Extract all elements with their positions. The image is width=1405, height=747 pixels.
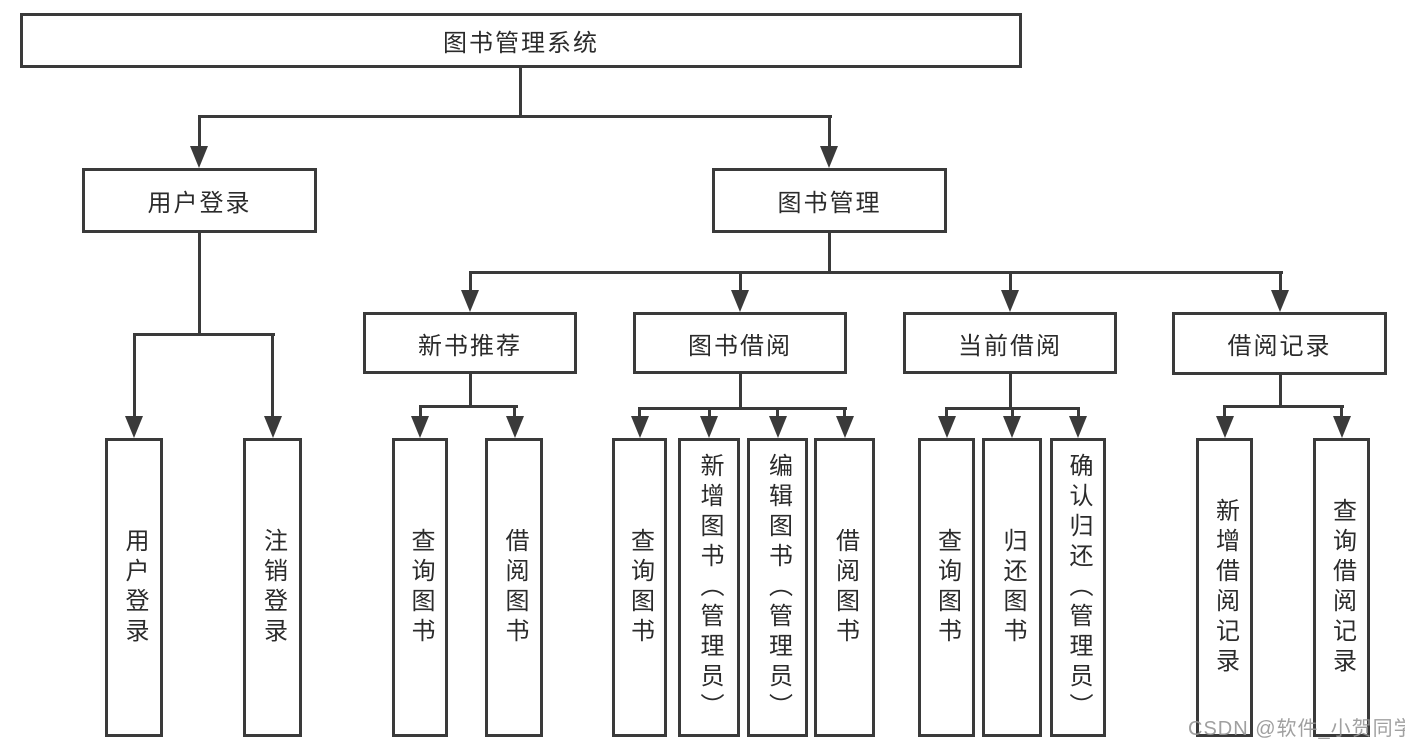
leaf-label: 新增图书（管理员） (696, 452, 723, 723)
connector-line (1223, 405, 1226, 418)
node-label: 图书管理 (777, 190, 882, 217)
leaf-edit-books-admin: 编辑图书（管理员） (747, 438, 808, 737)
connector-line (132, 333, 136, 417)
leaf-label: 查询图书 (407, 527, 434, 648)
connector-line (197, 115, 832, 118)
connector-line (1010, 407, 1014, 418)
arrowhead-icon (938, 416, 956, 438)
connector-line (738, 374, 742, 410)
connector-line (271, 333, 274, 417)
arrowhead-icon (700, 416, 718, 438)
arrowhead-icon (1003, 416, 1021, 438)
connector-line (1076, 407, 1080, 418)
connector-line (638, 407, 641, 418)
connector-line (198, 233, 201, 336)
connector-line (945, 407, 948, 418)
connector-line (843, 407, 846, 418)
leaf-query-borrow-record: 查询借阅记录 (1313, 438, 1370, 737)
leaf-label: 借阅图书 (501, 527, 528, 648)
leaf-add-books-admin: 新增图书（管理员） (678, 438, 740, 737)
connector-line (1008, 271, 1012, 292)
leaf-label: 编辑图书（管理员） (764, 452, 792, 723)
node-book-borrow: 图书借阅 (633, 312, 847, 374)
node-label: 图书借阅 (688, 332, 792, 360)
leaf-query-books-borrow: 查询图书 (612, 438, 667, 737)
leaf-query-books-recommend: 查询图书 (392, 438, 448, 737)
connector-line (468, 271, 1283, 274)
connector-line (738, 271, 742, 292)
leaf-label: 注销登录 (259, 527, 287, 648)
connector-line (513, 405, 516, 418)
node-root: 图书管理系统 (20, 13, 1022, 68)
leaf-label: 查询图书 (933, 527, 961, 648)
connector-line (1278, 375, 1282, 408)
arrowhead-icon (1333, 416, 1351, 438)
arrowhead-icon (264, 416, 282, 438)
leaf-confirm-return-admin: 确认归还（管理员） (1050, 438, 1106, 737)
connector-line (638, 407, 847, 410)
connector-line (418, 405, 422, 418)
arrowhead-icon (836, 416, 854, 438)
connector-line (518, 68, 522, 118)
arrowhead-icon (1271, 290, 1289, 312)
node-new-book-recommend: 新书推荐 (363, 312, 577, 374)
leaf-label: 新增借阅记录 (1211, 497, 1239, 678)
node-root-label: 图书管理系统 (443, 30, 599, 57)
leaf-borrow-books-recommend: 借阅图书 (485, 438, 543, 737)
arrowhead-icon (731, 290, 749, 312)
leaf-label: 查询图书 (626, 527, 654, 648)
leaf-label: 用户登录 (121, 527, 148, 648)
node-user-login: 用户登录 (82, 168, 317, 233)
node-label: 新书推荐 (418, 332, 522, 360)
arrowhead-icon (1001, 290, 1019, 312)
connector-line (827, 233, 831, 274)
leaf-label: 查询借阅记录 (1328, 497, 1356, 678)
connector-line (418, 405, 518, 408)
connector-line (468, 374, 472, 408)
connector-line (468, 271, 472, 292)
watermark-text: CSDN @软件_小贺同学 (1188, 718, 1405, 740)
connector-line (827, 115, 831, 147)
connector-line (132, 333, 275, 336)
arrowhead-icon (411, 416, 429, 438)
arrowhead-icon (631, 416, 649, 438)
arrowhead-icon (461, 290, 479, 312)
connector-line (1008, 374, 1012, 410)
connector-line (1340, 405, 1343, 418)
node-book-management: 图书管理 (712, 168, 947, 233)
node-label: 当前借阅 (958, 332, 1062, 360)
node-label: 用户登录 (147, 190, 252, 217)
leaf-borrow-books: 借阅图书 (814, 438, 875, 737)
leaf-return-books: 归还图书 (982, 438, 1042, 737)
leaf-logout: 注销登录 (243, 438, 302, 737)
connector-line (1223, 405, 1344, 408)
arrowhead-icon (820, 146, 838, 168)
arrowhead-icon (190, 146, 208, 168)
leaf-label: 确认归还（管理员） (1065, 452, 1092, 723)
node-borrow-records: 借阅记录 (1172, 312, 1387, 375)
arrowhead-icon (1216, 416, 1234, 438)
leaf-user-login: 用户登录 (105, 438, 163, 737)
connector-line (1278, 271, 1282, 292)
node-label: 借阅记录 (1227, 333, 1332, 360)
leaf-label: 归还图书 (999, 527, 1026, 648)
arrowhead-icon (1069, 416, 1087, 438)
arrowhead-icon (125, 416, 143, 438)
leaf-add-borrow-record: 新增借阅记录 (1196, 438, 1253, 737)
arrowhead-icon (769, 416, 787, 438)
leaf-label: 借阅图书 (831, 527, 859, 648)
connector-line (776, 407, 779, 418)
arrowhead-icon (506, 416, 524, 438)
node-current-borrow: 当前借阅 (903, 312, 1117, 374)
connector-line (707, 407, 711, 418)
connector-line (197, 115, 201, 147)
leaf-query-books-current: 查询图书 (918, 438, 975, 737)
